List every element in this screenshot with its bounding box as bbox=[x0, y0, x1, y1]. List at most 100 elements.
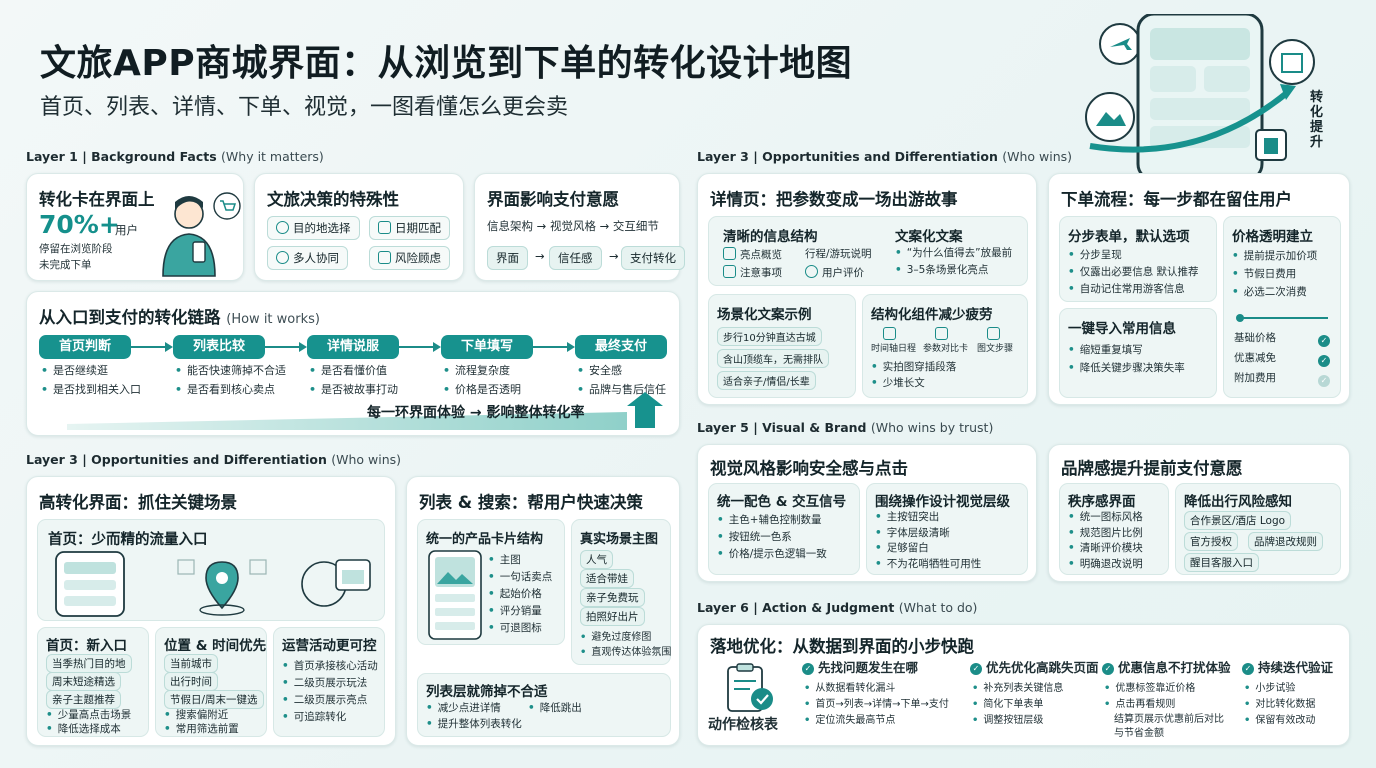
column-title: 结构化组件减少疲劳 bbox=[871, 307, 993, 323]
tag: 含山顶缆车，无需排队 bbox=[717, 349, 829, 368]
timeline-icon bbox=[883, 327, 896, 340]
flow-arrow-head bbox=[165, 342, 173, 352]
tag: 拍照好出片 bbox=[580, 607, 645, 626]
order-flow-card: 下单流程：每一步都在留住用户 分步表单，默认选项 分步呈现仅露出必要信息 默认推… bbox=[1048, 173, 1350, 405]
tag: 亲子免费玩 bbox=[580, 588, 645, 607]
card-title: 视觉风格影响安全感与点击 bbox=[710, 459, 908, 478]
tag: 适合带娃 bbox=[580, 569, 634, 588]
card-title: 高转化界面：抓住关键场景 bbox=[39, 493, 237, 512]
flow-arrow-head bbox=[299, 342, 307, 352]
color-bullets: 主色+辅色控制数量按钮统一色系价格/提示色逻辑一致 bbox=[717, 512, 827, 563]
shield-icon bbox=[378, 251, 391, 264]
info-item: 亮点概览 bbox=[723, 247, 782, 263]
layer1-label: Layer 1 | Background Facts (Why it matte… bbox=[26, 149, 324, 164]
form-bullets: 分步呈现仅露出必要信息 默认推荐自动记住常用游客信息 bbox=[1068, 247, 1199, 298]
column-title: 文案化文案 bbox=[895, 229, 963, 245]
tag: 适合亲子/情侣/长辈 bbox=[717, 371, 816, 390]
tag: 合作景区/酒店 Logo bbox=[1184, 511, 1292, 530]
price-row-label: 优惠减免 bbox=[1234, 352, 1276, 364]
tag-group: 多人协同 bbox=[267, 246, 348, 270]
notice-icon bbox=[723, 265, 736, 278]
tag-risk: 风险顾虑 bbox=[369, 246, 450, 270]
fact-card-conversion: 转化卡在界面上 70%+ 用户 停留在浏览阶段 未完成下单 bbox=[26, 173, 244, 281]
price-transparency: 价格透明建立 提前提示加价项节假日费用必选二次消费 基础价格 ✓ 优惠减免 ✓ … bbox=[1223, 216, 1341, 398]
review-icon bbox=[805, 265, 818, 278]
tag: 当前城市 bbox=[164, 654, 218, 673]
action-title: 优惠信息不打扰体验 bbox=[1118, 660, 1231, 675]
component-label: 时间轴日程 bbox=[871, 344, 917, 354]
order-bullets: 统一图标风格规范图片比例清晰评价模块明确退改说明 bbox=[1068, 510, 1143, 572]
column-title: 统一的产品卡片结构 bbox=[426, 532, 544, 547]
action-bullet-wrapped: 结算页展示优惠前后对比与节省金额 bbox=[1114, 714, 1224, 739]
scene-copy-examples: 场景化文案示例 步行10分钟直达古城 含山顶缆车，无需排队 适合亲子/情侣/长辈 bbox=[708, 294, 856, 398]
layer5-label: Layer 5 | Visual & Brand (Who wins by tr… bbox=[697, 420, 994, 435]
column-title: 统一配色 & 交互信号 bbox=[717, 494, 847, 510]
campaign-column: 运营活动更可控 首页承接核心活动二级页展示玩法二级页展示亮点可追踪转化 bbox=[273, 627, 385, 737]
column-title: 场景化文案示例 bbox=[717, 307, 812, 323]
chain-arrow: → bbox=[535, 249, 545, 263]
flow-arrow bbox=[533, 346, 569, 348]
struct-bullets: 实拍图穿插段落少堆长文 bbox=[871, 359, 957, 391]
tag: 人气 bbox=[580, 550, 613, 569]
copy-bullets: “为什么值得去”放最前3–5条场景化亮点 bbox=[895, 245, 1012, 279]
column-title: 列表层就筛掉不合适 bbox=[426, 684, 548, 700]
growth-arrow-band bbox=[67, 392, 663, 430]
column-title: 降低出行风险感知 bbox=[1184, 494, 1292, 510]
flow-step-order: 下单填写 bbox=[441, 335, 533, 359]
tag: 当季热门目的地 bbox=[46, 654, 132, 673]
visual-style-card: 视觉风格影响安全感与点击 统一配色 & 交互信号 主色+辅色控制数量按钮统一色系… bbox=[697, 444, 1037, 582]
flow-step-list-bullets: 能否快速筛掉不合适是否看到核心卖点 bbox=[175, 362, 286, 399]
page-title: 文旅APP商城界面：从浏览到下单的转化设计地图 bbox=[40, 43, 853, 84]
fact-card-payment: 界面影响支付意愿 信息架构 → 视觉风格 → 交互细节 界面 → 信任感 → 支… bbox=[474, 173, 685, 281]
flow-step-detail: 详情说服 bbox=[307, 335, 399, 359]
import-bullets: 缩短重复填写降低关键步骤决策失率 bbox=[1068, 341, 1185, 377]
people-icon bbox=[276, 251, 289, 264]
location-icon bbox=[276, 221, 289, 234]
column-title: 位置 & 时间优先 bbox=[164, 638, 267, 654]
fact-desc-2: 未完成下单 bbox=[39, 259, 92, 271]
action-title: 优先优化高跳失页面 bbox=[986, 660, 1099, 675]
check-icon: ✓ bbox=[1318, 375, 1330, 387]
person-phone-icon bbox=[162, 192, 241, 277]
column-title: 秩序感界面 bbox=[1068, 494, 1136, 510]
info-structure: 清晰的信息结构 亮点概览 行程/游玩说明 注意事项 用户评价 文案化文案 “为什… bbox=[708, 216, 1028, 286]
column-title: 清晰的信息结构 bbox=[723, 229, 818, 245]
action-bullets: 从数据看转化漏斗首页→列表→详情→下单→支付定位流失最高节点 bbox=[804, 681, 949, 729]
fact-card-title: 文旅决策的特殊性 bbox=[267, 190, 399, 209]
location-time-column: 位置 & 时间优先 当前城市 出行时间 节假日/周末一键选 搜索偏附近常用筛选前… bbox=[155, 627, 267, 737]
flow-arrow bbox=[265, 346, 301, 348]
action-title: 持续迭代验证 bbox=[1258, 660, 1334, 675]
check-icon: ✓ bbox=[802, 663, 814, 675]
fact-card-decision: 文旅决策的特殊性 目的地选择 日期匹配 多人协同 风险顾虑 bbox=[254, 173, 464, 281]
filter-bullet: 减少点进详情 bbox=[426, 700, 501, 716]
conversion-chain-card: 从入口到支付的转化链路 (How it works) 首页判断 列表比较 详情说… bbox=[26, 291, 680, 436]
page-subtitle: 首页、列表、详情、下单、视觉，一图看懂怎么更会卖 bbox=[40, 95, 569, 120]
high-conversion-card: 高转化界面：抓住关键场景 首页：少而精的流量入口 首页：新入口 当季热门目的地 … bbox=[26, 476, 396, 746]
compare-icon bbox=[935, 327, 948, 340]
info-item: 注意事项 bbox=[723, 265, 782, 281]
fact-percentage: 70%+ bbox=[39, 210, 120, 239]
check-icon: ✓ bbox=[1102, 663, 1114, 675]
tag: 周末短途精选 bbox=[46, 672, 121, 691]
chain-payment: 支付转化 bbox=[621, 246, 685, 270]
price-row-label: 附加费用 bbox=[1234, 372, 1276, 384]
scene-bullets: 避免过度修图直观传达体验氛围 bbox=[580, 630, 671, 660]
fact-card-title: 转化卡在界面上 bbox=[39, 190, 155, 209]
column-bullets: 少量高点击场景降低选择成本 bbox=[46, 708, 132, 736]
action-bullets: 补充列表关键信息简化下单表单调整按钮层级 bbox=[972, 681, 1063, 729]
check-icon: ✓ bbox=[1242, 663, 1254, 675]
price-row-label: 基础价格 bbox=[1234, 332, 1276, 344]
tag: 醒目客服入口 bbox=[1184, 553, 1259, 572]
one-click-import: 一键导入常用信息 缩短重复填写降低关键步骤决策失率 bbox=[1059, 308, 1217, 398]
action-card: 落地优化：从数据到界面的小步快跑 动作检核表 ✓ 先找问题发生在哪 从数据看转化… bbox=[697, 624, 1350, 746]
overview-icon bbox=[723, 247, 736, 260]
price-bullets: 提前提示加价项节假日费用必选二次消费 bbox=[1232, 247, 1318, 301]
column-bullets: 首页承接核心活动二级页展示玩法二级页展示亮点可追踪转化 bbox=[282, 658, 378, 726]
home-scene-illustration bbox=[55, 551, 371, 617]
tag: 品牌退改规则 bbox=[1248, 532, 1323, 551]
info-item: 用户评价 bbox=[805, 265, 864, 281]
real-scene-image: 真实场景主图 人气 适合带娃 亲子免费玩 拍照好出片 避免过度修图直观传达体验氛… bbox=[571, 519, 671, 665]
chain-trust: 信任感 bbox=[549, 246, 602, 270]
tag: 步行10分钟直达古城 bbox=[717, 327, 822, 346]
product-card-icon bbox=[428, 550, 482, 640]
